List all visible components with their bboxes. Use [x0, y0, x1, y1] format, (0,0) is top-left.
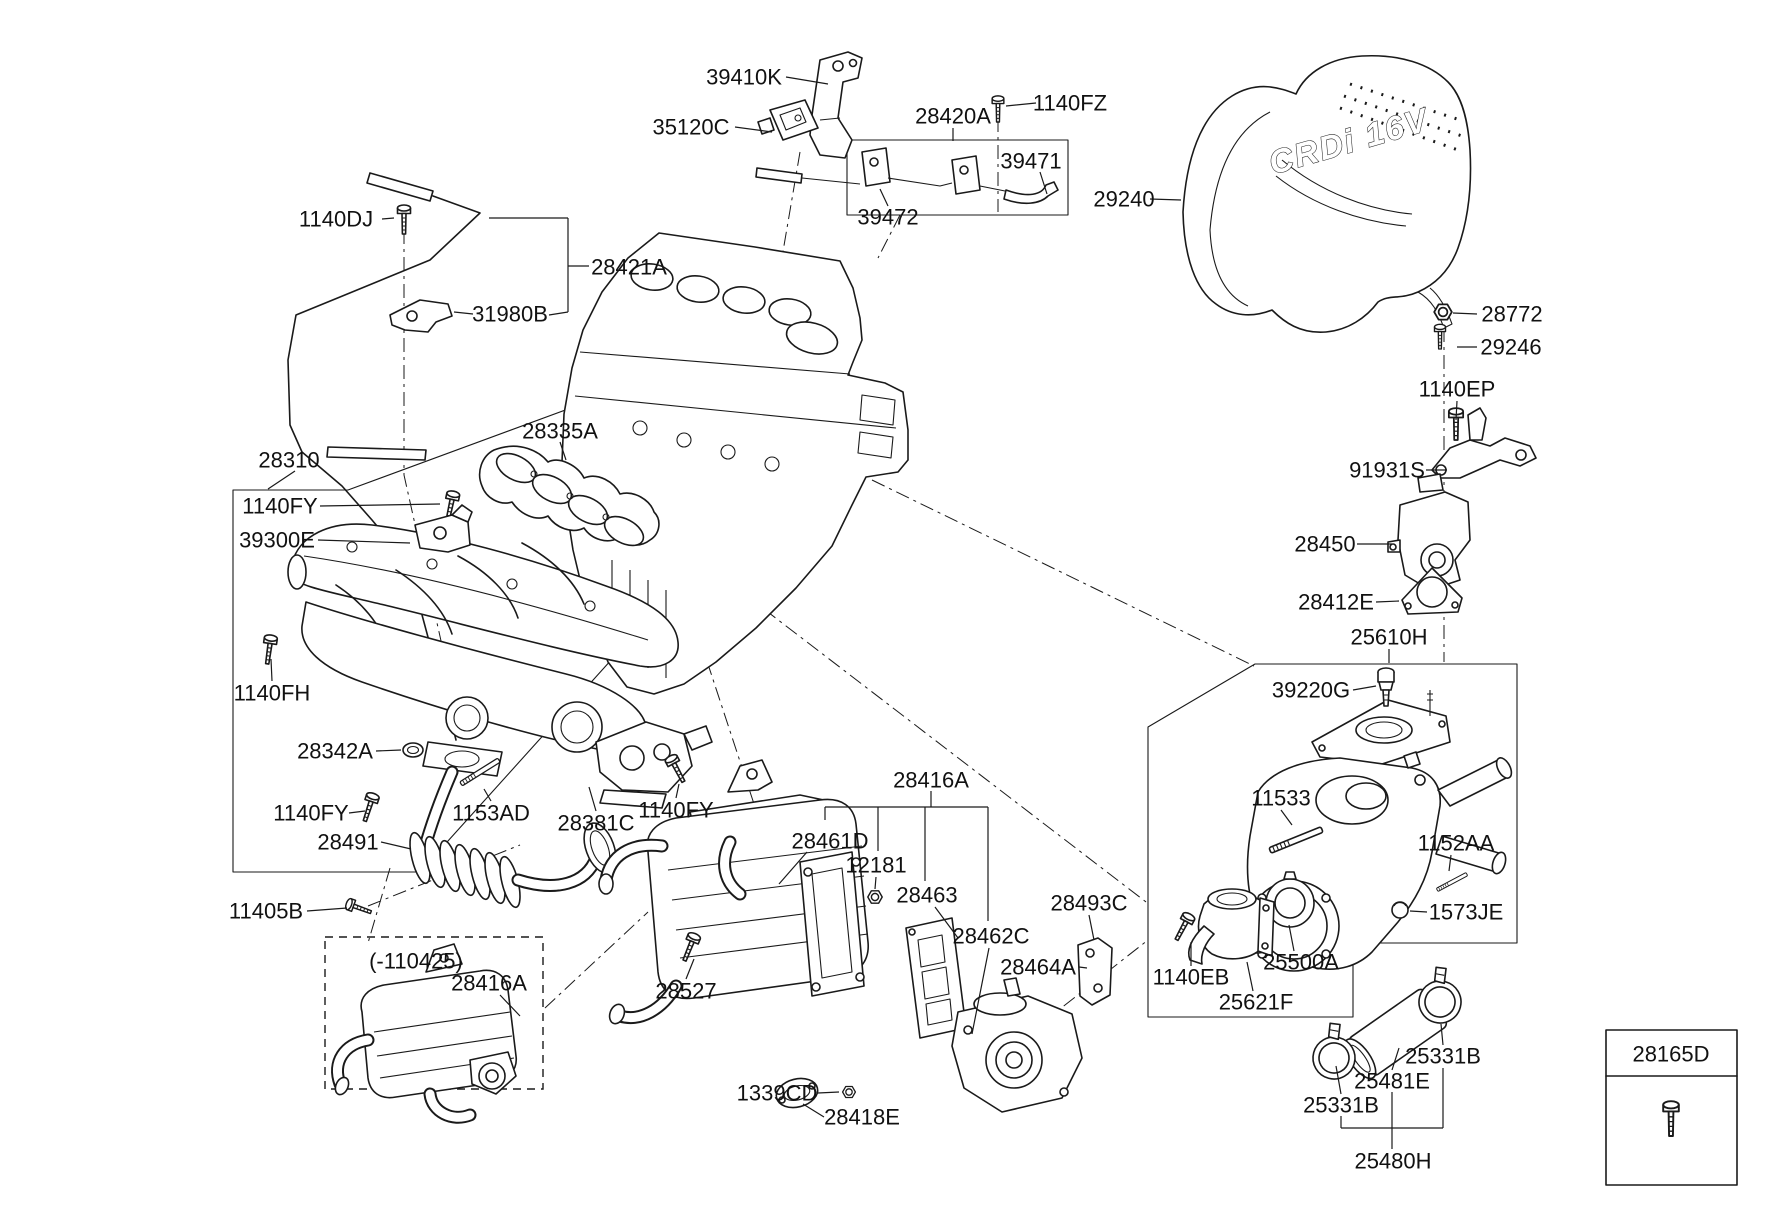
bracket-31980B	[389, 299, 453, 333]
part-label-28420A: 28420A	[915, 104, 991, 129]
part-label-28463: 28463	[896, 883, 957, 908]
part-label-28491: 28491	[317, 830, 378, 855]
part-label-28464A: 28464A	[1000, 955, 1076, 980]
part-label-28335A: 28335A	[522, 419, 598, 444]
part-label-28772: 28772	[1481, 302, 1542, 327]
bolt-1140DJ-icon	[396, 204, 412, 235]
bolt-1140FY-2-icon	[357, 790, 381, 824]
egr-valve-28450	[1387, 473, 1471, 591]
legend-box: 28165D	[1605, 1029, 1738, 1186]
plug-1573JE	[1391, 901, 1409, 919]
part-label-11405B: 11405B	[229, 899, 303, 924]
part-label-28461D: 28461D	[791, 829, 868, 854]
part-label-25621F: 25621F	[1219, 990, 1294, 1015]
part-label-25480H: 25480H	[1354, 1149, 1431, 1174]
part-label-1140FY-3: 1140FY	[638, 798, 714, 823]
sensor-bracket-39410K	[809, 51, 863, 159]
bolt-11405B-icon	[343, 897, 374, 919]
sensor-35120C	[757, 99, 819, 141]
part-label-39220G: 39220G	[1272, 678, 1350, 703]
part-label-91931S: 91931S	[1349, 458, 1425, 483]
harness-group-box	[846, 139, 1069, 216]
part-label-39472: 39472	[857, 205, 918, 230]
part-label-28527: 28527	[655, 979, 716, 1004]
thermostat-group-box	[1147, 663, 1518, 1018]
part-label-1140EP: 1140EP	[1419, 377, 1496, 402]
part-label-29240: 29240	[1093, 187, 1154, 212]
egr-pipe-28491	[409, 765, 617, 909]
vacuum-harness-28420A	[755, 95, 1059, 205]
stud-1152AA-icon	[1435, 872, 1469, 892]
part-label-28310: 28310	[258, 448, 319, 473]
bolt-1140FH-icon	[259, 633, 279, 666]
nut-12181-icon	[867, 890, 883, 904]
part-label-1140DJ: 1140DJ	[299, 207, 373, 232]
bracket-91931S	[1431, 407, 1537, 479]
water-hose-25480H	[1299, 962, 1471, 1088]
part-label-28416A: 28416A	[893, 768, 969, 793]
part-label-39471: 39471	[1000, 149, 1061, 174]
part-label-1339CD: 1339CD	[737, 1081, 818, 1106]
part-label-35120C: 35120C	[652, 115, 729, 140]
temp-sensor-39220G	[1377, 667, 1395, 707]
bolt-1140FZ-icon	[991, 95, 1005, 123]
egr-cooler-old-version	[331, 943, 517, 1124]
part-label-1152AA: 1152AA	[1418, 831, 1495, 856]
oring-28342A	[402, 742, 424, 758]
egr-valve-28381C	[595, 721, 713, 809]
manifold-gasket-28335A	[478, 445, 660, 547]
gasket-28418E	[775, 1077, 819, 1109]
part-label-1140EB: 1140EB	[1153, 965, 1230, 990]
bolt-1140EB-icon	[1170, 910, 1197, 944]
coolant-control-assembly	[1246, 690, 1513, 972]
part-label-1153AD: 1153AD	[452, 801, 530, 826]
legend-part-label: 28165D	[1632, 1042, 1709, 1067]
gasket-28464A-28493C	[1077, 937, 1113, 1006]
part-label-25610H: 25610H	[1350, 625, 1427, 650]
engine-block	[561, 232, 909, 695]
engine-cover: CRDi 16V	[1182, 54, 1472, 333]
part-label-29246: 29246	[1480, 335, 1541, 360]
part-label-1140FH: 1140FH	[234, 681, 311, 706]
part-label-25481E: 25481E	[1354, 1069, 1430, 1094]
part-label-1140FY-2: 1140FY	[273, 801, 349, 826]
part-label-28450: 28450	[1294, 532, 1355, 557]
leader-lines	[267, 76, 1478, 1149]
egr-valve-28462C	[951, 977, 1083, 1113]
part-label-12181: 12181	[845, 853, 906, 878]
part-label-25500A: 25500A	[1263, 950, 1339, 975]
part-label-28493C: 28493C	[1050, 891, 1127, 916]
part-label-1573JE: 1573JE	[1429, 900, 1504, 925]
egr-cooler-28416A	[598, 759, 869, 1025]
part-label-28416A-old: 28416A	[451, 971, 527, 996]
intake-manifold	[287, 523, 679, 777]
part-label-11533: 11533	[1251, 786, 1311, 811]
water-inlet-25621F	[1188, 888, 1275, 965]
sensor-39300E	[414, 504, 473, 553]
nut-1339CD-icon	[841, 1085, 857, 1099]
part-label-1140FY-1: 1140FY	[242, 494, 318, 519]
part-label-28418E: 28418E	[824, 1105, 900, 1130]
legend-bolt-icon	[1662, 1100, 1680, 1137]
part-label-28421A: 28421A	[591, 255, 667, 280]
part-label-28342A: 28342A	[297, 739, 373, 764]
part-label-28462C: 28462C	[952, 924, 1029, 949]
part-label-date-note: (-110425)	[369, 949, 463, 974]
part-label-28381C: 28381C	[557, 811, 634, 836]
part-label-25331B-left: 25331B	[1303, 1093, 1379, 1118]
part-label-31980B: 31980B	[472, 302, 548, 327]
part-label-1140FZ: 1140FZ	[1033, 91, 1107, 116]
part-label-39300E: 39300E	[239, 528, 315, 553]
part-label-25331B-right: 25331B	[1405, 1044, 1481, 1069]
nut-28772-icon	[1433, 303, 1453, 321]
part-label-28412E: 28412E	[1298, 590, 1374, 615]
part-label-39410K: 39410K	[706, 65, 782, 90]
part-labels: 39410K 35120C 28420A 1140FZ 39471 39472 29240 1…	[229, 65, 1543, 1174]
gasket-28412E	[1401, 567, 1463, 615]
